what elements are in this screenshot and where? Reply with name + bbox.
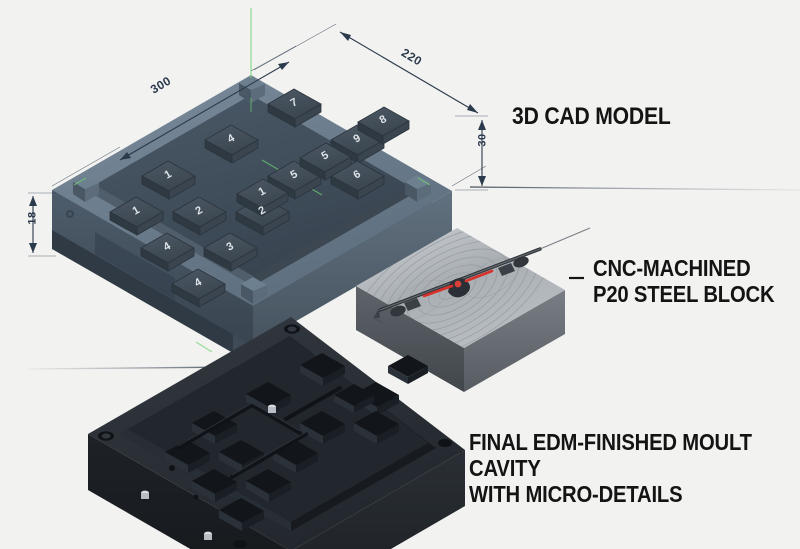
runner-channels [176,386,342,479]
svg-text:6: 6 [352,168,363,181]
keypad-key [141,160,196,200]
dimension-18-value: 18 [26,211,39,225]
cnc-steel-block-label: CNC-MACHINED P20 STEEL BLOCK [593,255,775,307]
dimension-220 [253,23,487,187]
ejector-pins [141,404,276,540]
svg-text:7: 7 [289,96,300,109]
dimension-300 [51,45,297,187]
guide-bushings [98,324,452,548]
svg-text:2: 2 [194,204,205,217]
keypad-key [204,124,259,164]
svg-text:9: 9 [352,132,363,145]
svg-text:2: 2 [257,204,268,217]
divider-upper [469,186,800,191]
keypad-key [171,268,226,308]
keypad-legends: 7 4 9 1 5 6 1 2 2 4 3 4 8 5 1 [131,96,389,289]
keypad-key [236,178,289,217]
dimension-lines [28,23,488,257]
dimension-30-value: 30 [476,133,489,147]
keypad-key [299,142,352,181]
final-mould-cavity-label: FINAL EDM-FINISHED MOULT CAVITY WITH MIC… [469,429,752,507]
svg-text:1: 1 [163,168,174,181]
keypad-key [140,232,195,272]
dimension-18 [28,192,56,257]
mould-cavity-body [88,317,465,549]
keypad-key [267,88,322,128]
cavity-pockets [165,353,428,531]
keypad-key [109,196,164,236]
keypad-key [357,106,410,145]
keypad-key [203,232,258,272]
dimension-30 [455,115,488,191]
3d-cad-model-label: 3D CAD MODEL [512,103,671,130]
svg-text:5: 5 [320,149,331,162]
svg-text:1: 1 [131,204,142,217]
keypad-key [172,196,227,236]
svg-text:5: 5 [289,168,300,181]
keypad-key-grid [109,88,410,308]
svg-text:1: 1 [257,185,268,198]
cnc-tool-assembly [373,227,591,324]
steel-block-body [356,227,591,392]
svg-text:3: 3 [225,240,236,253]
svg-text:8: 8 [378,113,389,126]
